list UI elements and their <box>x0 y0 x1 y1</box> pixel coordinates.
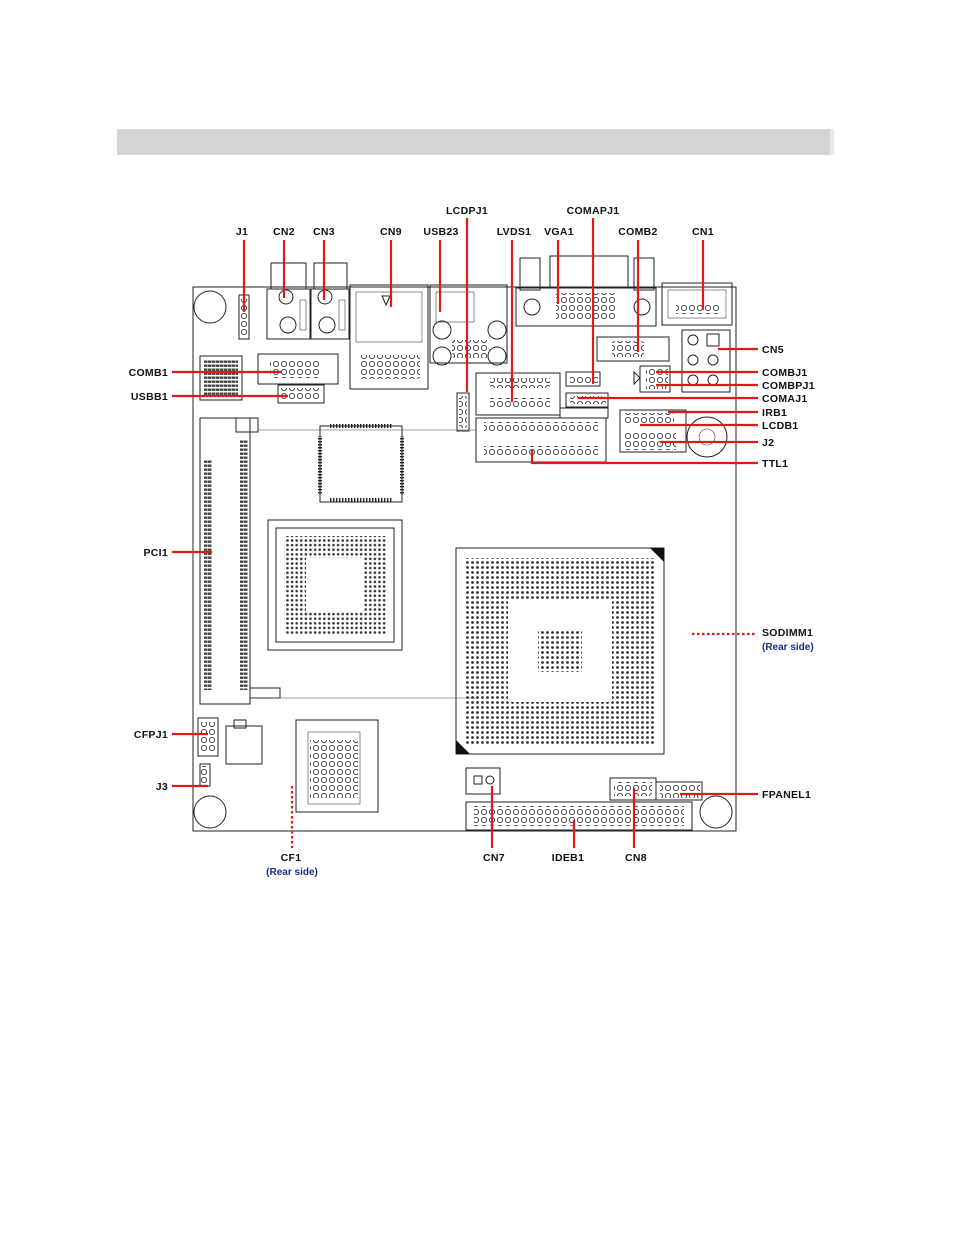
connector-cn2 <box>267 263 310 339</box>
label-cn5: CN5 <box>762 344 784 356</box>
label-lvds1: LVDS1 <box>497 226 532 238</box>
label-j1: J1 <box>236 226 248 238</box>
chip-qfp <box>318 424 404 502</box>
label-ttl1: TTL1 <box>762 458 788 470</box>
header-fpanel1 <box>656 782 702 800</box>
label-usb23: USB23 <box>423 226 458 238</box>
label-cfpj1: CFPJ1 <box>134 729 168 741</box>
connector-cn3 <box>311 263 349 339</box>
label-cn8: CN8 <box>625 852 647 864</box>
label-j2: J2 <box>762 437 774 449</box>
label-sodimm1: SODIMM1 <box>762 627 813 639</box>
label-fpanel1: FPANEL1 <box>762 789 811 801</box>
connector-ttl1 <box>476 408 608 462</box>
label-combj1: COMBJ1 <box>762 367 808 379</box>
label-cf1: CF1 <box>281 852 302 864</box>
connector-vga1 <box>516 256 656 326</box>
header-comapj1-comaj1 <box>566 372 608 407</box>
header-combj1-combpj1 <box>634 366 670 392</box>
connector-cn9 <box>350 285 428 389</box>
header-irb1-lcdb1-j2 <box>620 410 686 452</box>
label-comapj1: COMAPJ1 <box>567 205 620 217</box>
label-ideb1: IDEB1 <box>552 852 584 864</box>
label-lcdb1: LCDB1 <box>762 420 799 432</box>
label-lcdpj1: LCDPJ1 <box>446 205 488 217</box>
header-cfpj1 <box>198 718 262 764</box>
label-comb2: COMB2 <box>618 226 657 238</box>
label-combpj1: COMBPJ1 <box>762 380 815 392</box>
header-comb2 <box>597 337 669 361</box>
socket-cf1 <box>296 720 378 812</box>
chip-bga-large <box>456 548 664 754</box>
label-irb1: IRB1 <box>762 407 787 419</box>
label-cn9: CN9 <box>380 226 402 238</box>
note-sodimm1-rear: (Rear side) <box>762 642 814 653</box>
label-pci1: PCI1 <box>143 547 168 559</box>
label-vga1: VGA1 <box>544 226 574 238</box>
connector-cn1 <box>662 283 732 325</box>
header-lcdpj1 <box>457 393 469 431</box>
label-comb1: COMB1 <box>129 367 168 379</box>
label-cn7: CN7 <box>483 852 505 864</box>
connector-ideb1 <box>466 802 692 830</box>
connector-usb23 <box>430 285 507 365</box>
chip-bga-medium <box>268 520 402 650</box>
label-cn1: CN1 <box>692 226 714 238</box>
label-j3: J3 <box>156 781 168 793</box>
connector-cn7 <box>466 768 500 794</box>
connector-lvds1 <box>476 373 560 415</box>
label-usbb1: USBB1 <box>131 391 168 403</box>
label-comaj1: COMAJ1 <box>762 393 808 405</box>
label-cn3: CN3 <box>313 226 335 238</box>
connector-cn5 <box>682 330 730 392</box>
note-cf1-rear: (Rear side) <box>266 867 318 878</box>
label-cn2: CN2 <box>273 226 295 238</box>
header-j3 <box>200 764 210 786</box>
